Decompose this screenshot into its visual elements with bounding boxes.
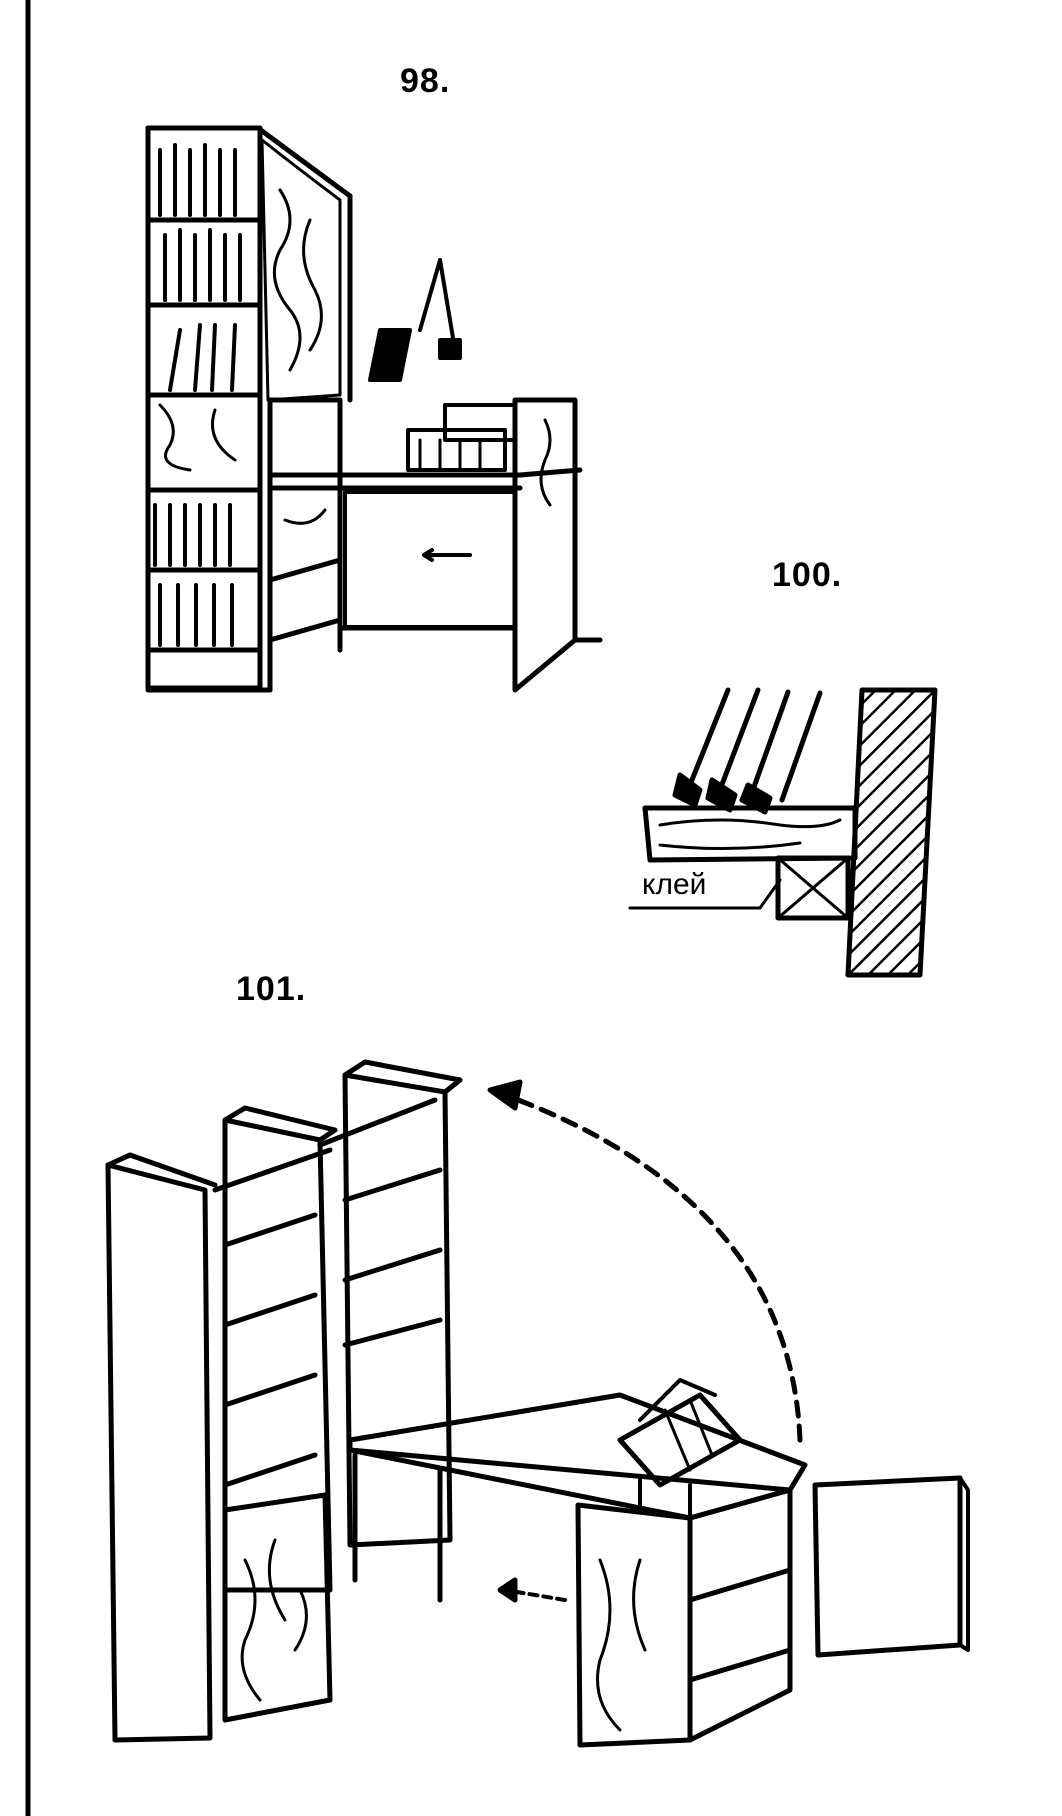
fold-panel — [812, 1475, 963, 1658]
desk-side-panel — [512, 397, 578, 693]
books — [153, 143, 242, 647]
middle-bookcase — [222, 1117, 333, 1593]
book-stand-legs — [672, 687, 823, 815]
lower-door — [222, 1492, 333, 1723]
desk-side-unit — [575, 1502, 693, 1748]
figure-98-drawing — [145, 125, 603, 693]
fold-arrow — [502, 1092, 803, 1443]
fold-arrow-head — [487, 1079, 523, 1111]
figure-101-drawing — [105, 1059, 970, 1748]
desk-book-stand — [617, 1378, 743, 1517]
curtain — [260, 138, 342, 402]
support-block — [775, 855, 851, 921]
wall-lamp — [368, 258, 462, 382]
wooden-board — [642, 805, 858, 863]
figure-100-label: 100. — [772, 556, 843, 594]
left-tall-panel — [105, 1162, 213, 1743]
wall-section — [845, 687, 938, 978]
figure-100-drawing — [628, 687, 938, 978]
figure-98-label: 98. — [400, 62, 451, 100]
rear-bookcase — [342, 1072, 453, 1548]
figure-101-label: 101. — [236, 970, 307, 1008]
glue-leader-line — [628, 878, 782, 910]
glue-label: клей — [642, 868, 707, 901]
bookcase-shelves — [222, 1167, 443, 1488]
